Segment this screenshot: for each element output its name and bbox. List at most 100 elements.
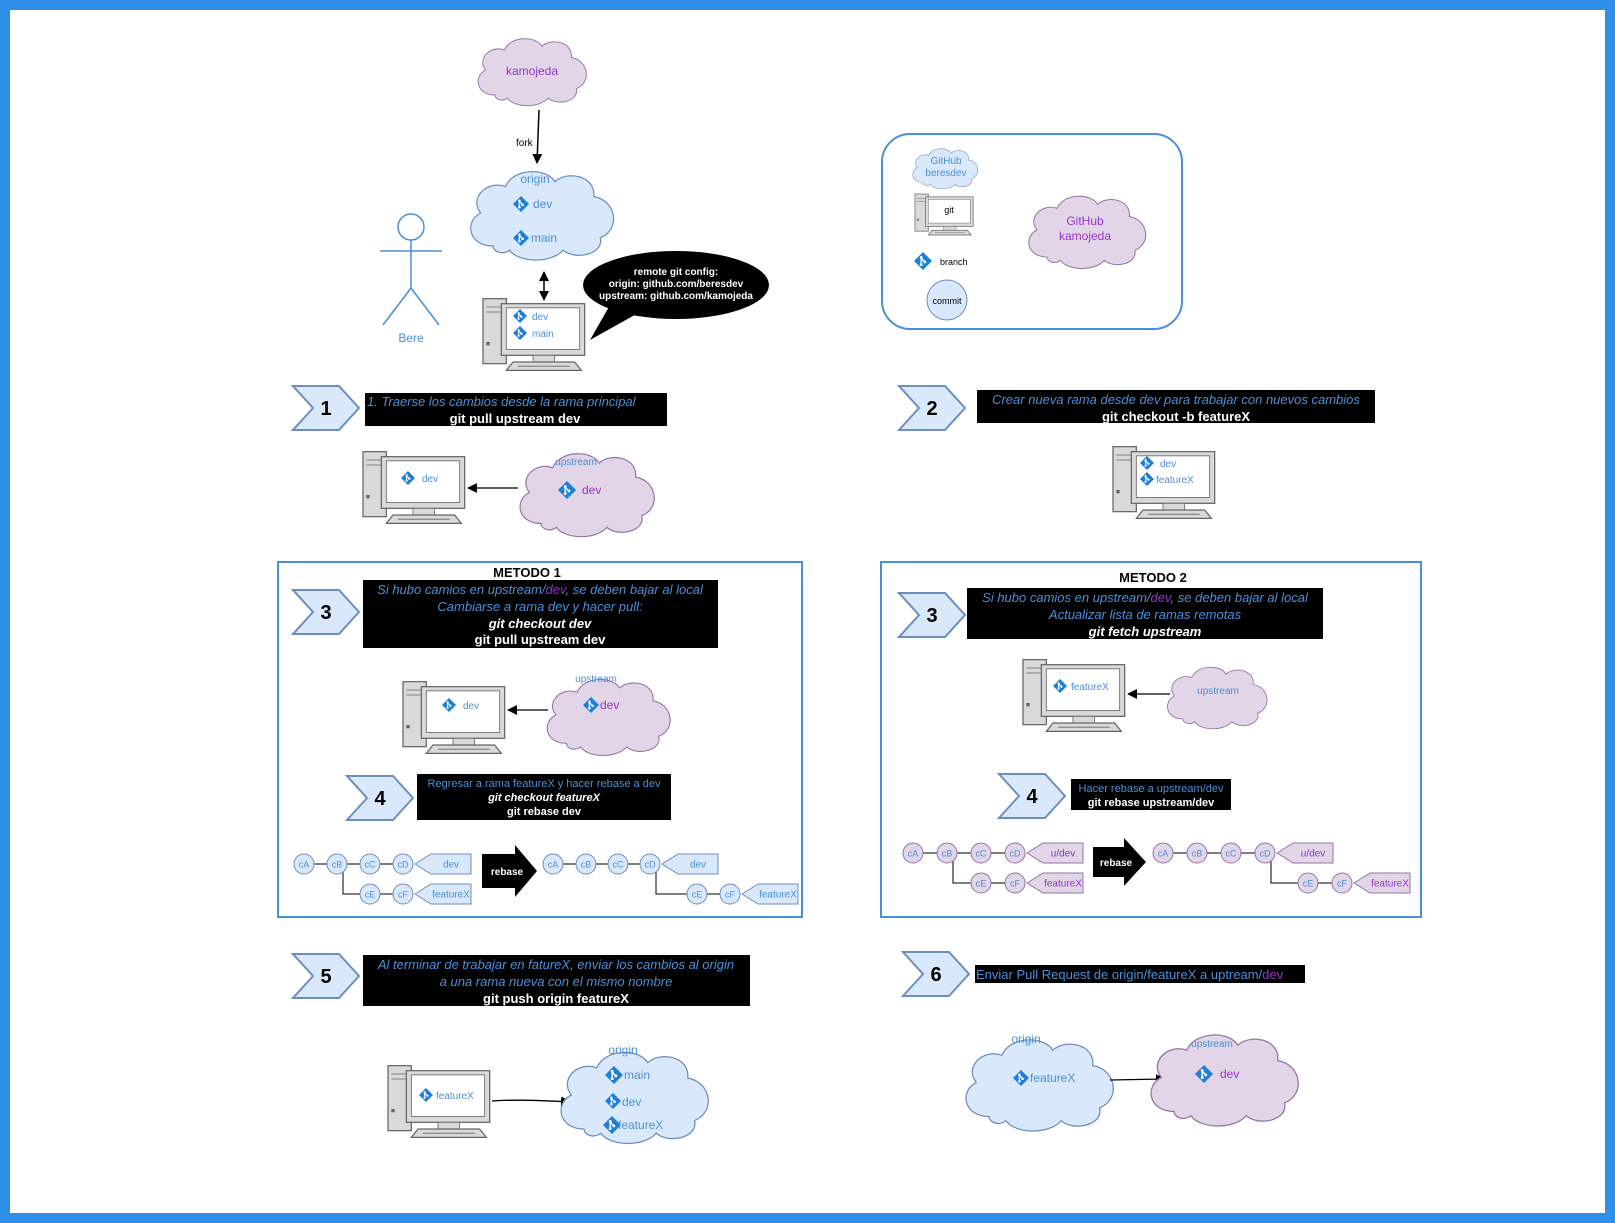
origin-title: origin bbox=[520, 172, 549, 186]
legend-github-beresdev-1: GitHub bbox=[930, 156, 962, 167]
step-5-cloud-main: main bbox=[624, 1068, 650, 1082]
metodo-1-pc-branch: dev bbox=[463, 701, 479, 712]
metodo-2-rebase-label: rebase bbox=[1100, 858, 1133, 869]
speech-bubble: remote git config: origin: github.com/be… bbox=[583, 251, 769, 340]
commit-label: cE bbox=[976, 879, 987, 889]
commit-label: cC bbox=[365, 860, 377, 870]
step-1: 1 1. Traerse los cambios desde la rama p… bbox=[291, 384, 667, 538]
branch-tag-label: u/dev bbox=[1301, 849, 1325, 860]
branch-tag-label: dev bbox=[690, 860, 706, 871]
metodo-2-step-3-line2: Actualizar lista de ramas remotas bbox=[1048, 607, 1242, 622]
metodo-2-step-4-cmd1: git rebase upstream/dev bbox=[1088, 797, 1215, 809]
commit-label: cD bbox=[645, 860, 657, 870]
commit-label: cC bbox=[613, 860, 625, 870]
step-6-origin-title: origin bbox=[1011, 1032, 1040, 1046]
metodo-1-step-3-line2: Cambiarse a rama dev y hacer pull: bbox=[437, 599, 643, 614]
kamojeda-cloud: kamojeda bbox=[477, 38, 587, 107]
branch-tag bbox=[414, 853, 472, 875]
branch-tag bbox=[1026, 872, 1084, 894]
step-2-pc-branch-dev: dev bbox=[1160, 459, 1176, 470]
step-6-upstream-branch: dev bbox=[1220, 1067, 1239, 1081]
commit-label: cF bbox=[398, 890, 409, 900]
step-1-desc: 1. Traerse los cambios desde la rama pri… bbox=[367, 394, 637, 409]
commit-node bbox=[970, 872, 992, 894]
step-6-desc-b: dev bbox=[1262, 967, 1283, 982]
branch-tag bbox=[414, 883, 472, 905]
step-6-desc-a: Enviar Pull Request de origin/featureX a… bbox=[976, 967, 1263, 982]
step-5: 5 Al terminar de trabajar en fatureX, en… bbox=[291, 952, 750, 1145]
step-1-pc-branch: dev bbox=[422, 474, 438, 485]
metodo-1-rebase-label: rebase bbox=[491, 867, 524, 878]
commit-node bbox=[293, 853, 315, 875]
legend-git: git bbox=[944, 205, 954, 215]
metodo-2-panel: METODO 2 3 Si hubo camios en upstream/de… bbox=[880, 561, 1422, 918]
metodo-1-step-3-cmd1: git checkout dev bbox=[488, 616, 592, 631]
commit-node bbox=[639, 853, 661, 875]
commit-label: cC bbox=[1226, 849, 1238, 859]
commit-node bbox=[1297, 872, 1319, 894]
step-6-number: 6 bbox=[930, 964, 941, 986]
commit-node bbox=[326, 853, 348, 875]
origin-cloud: origin dev main bbox=[470, 170, 615, 261]
metodo-2-title: METODO 2 bbox=[1119, 570, 1187, 585]
branch-tag bbox=[741, 883, 799, 905]
origin-branch-main: main bbox=[531, 231, 557, 245]
step-1-number: 1 bbox=[320, 398, 331, 420]
svg-text:Enviar Pull Request de origin/: Enviar Pull Request de origin/featureX a… bbox=[976, 967, 1284, 982]
step-5-line1: Al terminar de trabajar en fatureX, envi… bbox=[377, 957, 734, 972]
commit-node bbox=[970, 842, 992, 864]
actor-bere bbox=[380, 213, 442, 326]
branch-tag bbox=[1353, 872, 1411, 894]
origin-branch-dev: dev bbox=[533, 197, 552, 211]
metodo-1-step-4-cmd2: git rebase dev bbox=[507, 806, 582, 818]
speech-line3: upstream: github.com/kamojeda bbox=[599, 291, 753, 302]
metodo-2-cloud-title: upstream bbox=[1197, 686, 1239, 697]
metodo-1-step-3-line1b: dev bbox=[546, 582, 568, 597]
commit-node bbox=[1152, 842, 1174, 864]
metodo-1-step-3-line1a: Si hubo camios en upstream/ bbox=[377, 582, 547, 597]
speech-line1: remote git config: bbox=[634, 267, 718, 278]
commit-label: cC bbox=[976, 849, 988, 859]
legend-github-beresdev-2: beresdev bbox=[925, 168, 966, 179]
commit-label: cD bbox=[398, 860, 410, 870]
commit-label: cA bbox=[299, 860, 310, 870]
metodo-1-panel: METODO 1 3 Si hubo camios en upstream/de… bbox=[277, 561, 803, 918]
commit-node bbox=[542, 853, 564, 875]
metodo-1-title: METODO 1 bbox=[493, 565, 561, 580]
svg-text:Si hubo camios en upstream/dev: Si hubo camios en upstream/dev, se deben… bbox=[377, 582, 704, 597]
local-branch-main: main bbox=[532, 329, 554, 340]
legend-github-kamojeda-2: kamojeda bbox=[1059, 229, 1111, 243]
step-2-desc: Crear nueva rama desde dev para trabajar… bbox=[992, 392, 1360, 407]
step-6-upstream-title: upstream bbox=[1191, 1039, 1233, 1050]
commit-node bbox=[392, 883, 414, 905]
rebase-arrow bbox=[1093, 838, 1146, 886]
metodo-2-step-3-line1a: Si hubo camios en upstream/ bbox=[982, 590, 1152, 605]
commit-node bbox=[359, 883, 381, 905]
metodo-2-step-3-cmd1: git fetch upstream bbox=[1088, 624, 1202, 639]
metodo-1-cloud-title: upstream bbox=[575, 674, 617, 685]
branch-tag-label: u/dev bbox=[1051, 849, 1075, 860]
step-2-cmd: git checkout -b featureX bbox=[1102, 409, 1250, 424]
commit-node bbox=[1004, 872, 1026, 894]
metodo-1-step-3-number: 3 bbox=[320, 602, 331, 624]
commit-node bbox=[1331, 872, 1353, 894]
rebase-arrow bbox=[482, 845, 537, 897]
branch-tag-label: featureX bbox=[1371, 879, 1409, 890]
branch-tag-label: featureX bbox=[759, 890, 797, 901]
step-1-cloud-branch: dev bbox=[582, 483, 601, 497]
kamojeda-label: kamojeda bbox=[506, 64, 558, 78]
commit-label: cA bbox=[908, 849, 919, 859]
fork-arrow bbox=[532, 109, 543, 164]
commit-node bbox=[1186, 842, 1208, 864]
commit-label: cF bbox=[1337, 879, 1348, 889]
metodo-2-step-3-number: 3 bbox=[926, 605, 937, 627]
metodo-1-step-4-cmd1: git checkout featureX bbox=[487, 792, 601, 804]
step-2-number: 2 bbox=[926, 398, 937, 420]
step-5-number: 5 bbox=[320, 966, 331, 988]
commit-node bbox=[1220, 842, 1242, 864]
metodo-1-step-3-cmd2: git pull upstream dev bbox=[475, 632, 607, 647]
step-5-line2: a una rama nueva con el mismo nombre bbox=[440, 974, 673, 989]
branch-tag bbox=[1026, 842, 1084, 864]
